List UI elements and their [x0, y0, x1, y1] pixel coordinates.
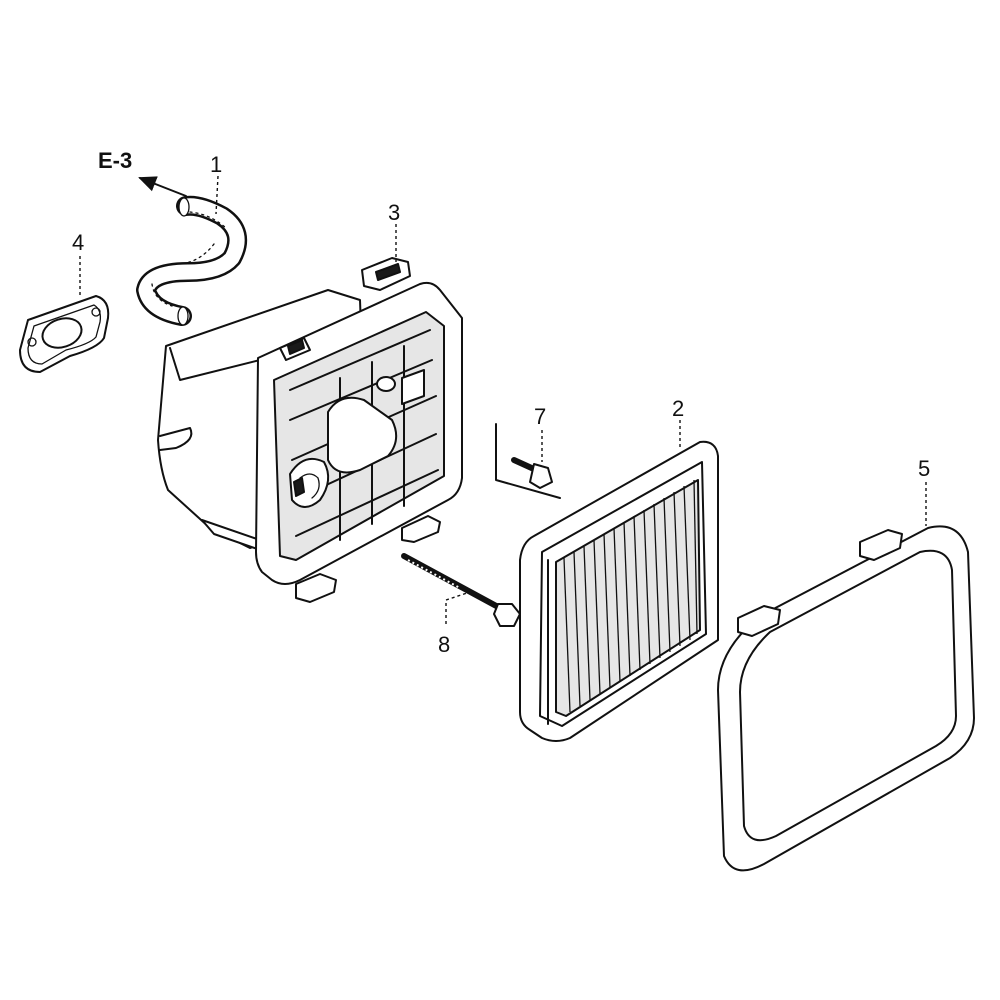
- leader-lines: [79, 175, 927, 624]
- air-cleaner-case-icon[interactable]: [157, 257, 463, 603]
- callout-7[interactable]: 7: [534, 404, 546, 429]
- reference-arrow: [138, 176, 187, 197]
- callout-2[interactable]: 2: [672, 396, 684, 421]
- air-filter-element-icon[interactable]: [519, 440, 719, 742]
- callout-8[interactable]: 8: [438, 632, 450, 657]
- callout-4[interactable]: 4: [72, 230, 84, 255]
- reference-label[interactable]: E-3: [98, 148, 132, 173]
- callout-5[interactable]: 5: [918, 456, 930, 481]
- callout-1[interactable]: 1: [210, 152, 222, 177]
- long-bolt-icon[interactable]: [401, 553, 521, 627]
- flange-bolt-icon[interactable]: [495, 423, 561, 499]
- breather-tube-icon[interactable]: [136, 195, 248, 326]
- gasket-icon[interactable]: [19, 295, 110, 373]
- air-cleaner-cover-icon[interactable]: [717, 525, 975, 872]
- callout-3[interactable]: 3: [388, 200, 400, 225]
